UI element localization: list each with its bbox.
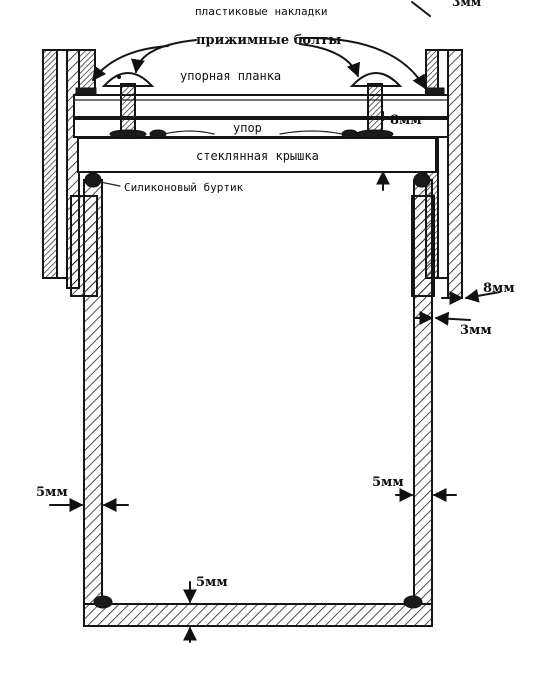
dim-left-wall: 5мм (36, 485, 68, 500)
callout-leaders (92, 36, 426, 187)
clamp-bolt-left (101, 72, 155, 139)
silicone-bead-top-right (413, 172, 431, 188)
dim-right-wall: 3мм (460, 323, 492, 338)
aquarium-wall-right (413, 179, 433, 605)
glass-lid (77, 137, 437, 173)
silicone-bead-bottom-right (403, 595, 423, 609)
plastic-pads-label: пластиковые накладки (195, 5, 327, 18)
stop-label: упор (233, 121, 262, 135)
dim-right-wall-mid: 5мм (372, 475, 404, 490)
stop-washer-right (341, 129, 359, 139)
dim-right-gap: 8мм (483, 281, 515, 296)
dimension-marks (49, 1, 501, 643)
stop-bar-label: упорная планка (180, 69, 281, 83)
silicone-bead-label: Силиконовый буртик (124, 181, 244, 194)
silicone-bead-bottom-left (93, 595, 113, 609)
dim-top-right-partial: 3мм (452, 0, 482, 9)
silicone-bead-top-left (84, 172, 102, 188)
dim-bottom: 5мм (196, 575, 228, 590)
aquarium-bottom (83, 603, 433, 627)
glass-lid-label: стеклянная крышка (196, 149, 319, 163)
aquarium-wall-left (83, 179, 103, 605)
dim-bolt-gap: 8мм (390, 113, 422, 128)
clamp-bolts-label: прижимные болты (196, 33, 341, 48)
clamp-bolt-right (349, 72, 403, 139)
